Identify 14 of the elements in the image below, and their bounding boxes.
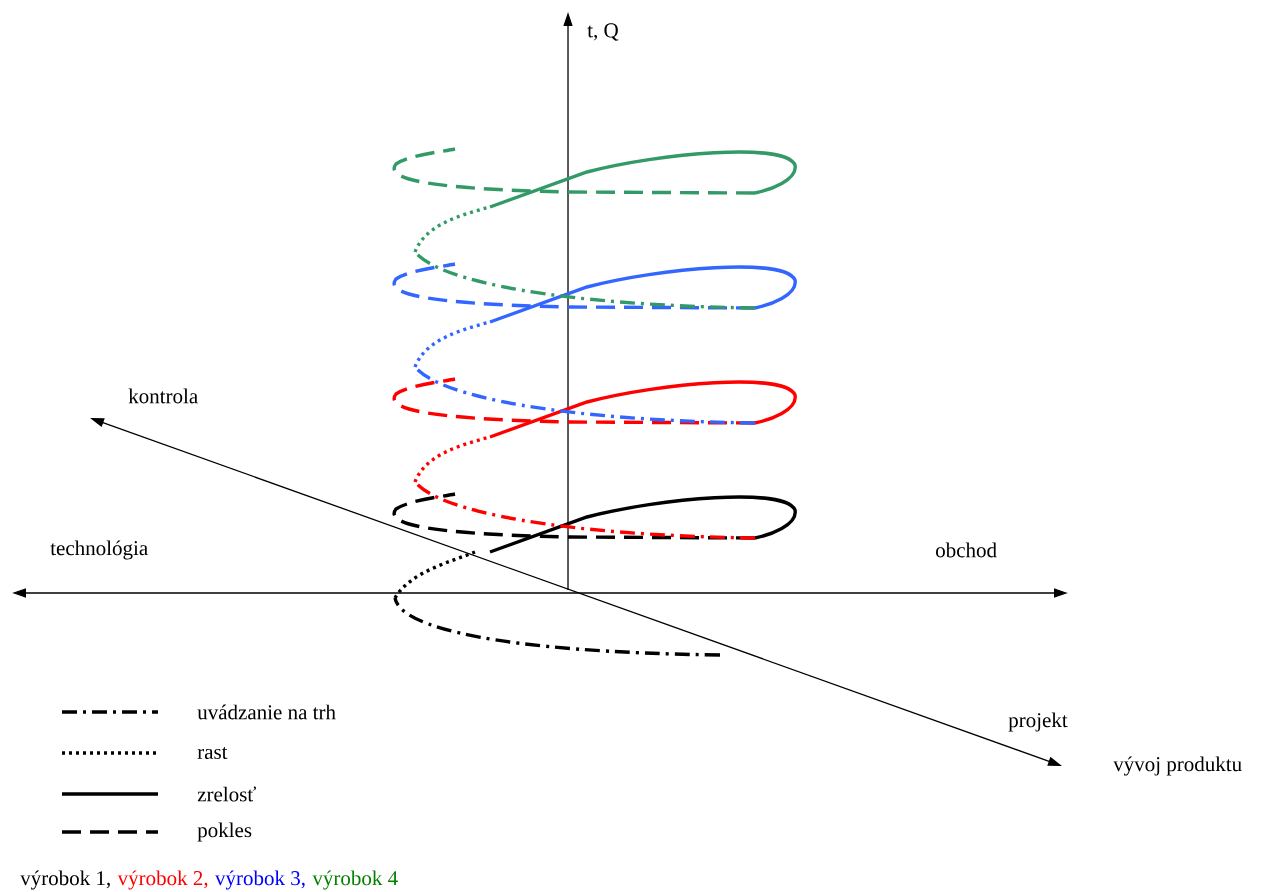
axis-label: kontrola bbox=[128, 388, 198, 404]
legend-label: pokles bbox=[197, 822, 252, 842]
axis-label: t, Q bbox=[587, 23, 619, 41]
legend-label: výrobok 3, bbox=[215, 870, 305, 890]
axis-label: obchod bbox=[936, 542, 997, 558]
legend-label: výrobok 1, bbox=[20, 870, 110, 890]
legend-label: zrelosť bbox=[197, 786, 256, 802]
axis-label: technológia bbox=[50, 540, 148, 560]
legend-label: rast bbox=[197, 747, 228, 759]
legend-label: uvádzanie na trh bbox=[197, 704, 336, 720]
axis-label: projekt bbox=[1008, 712, 1068, 732]
axis-label: vývoj produktu bbox=[1113, 756, 1242, 776]
legend-label: výrobok 4 bbox=[312, 870, 398, 890]
legend-label: výrobok 2, bbox=[117, 870, 208, 890]
